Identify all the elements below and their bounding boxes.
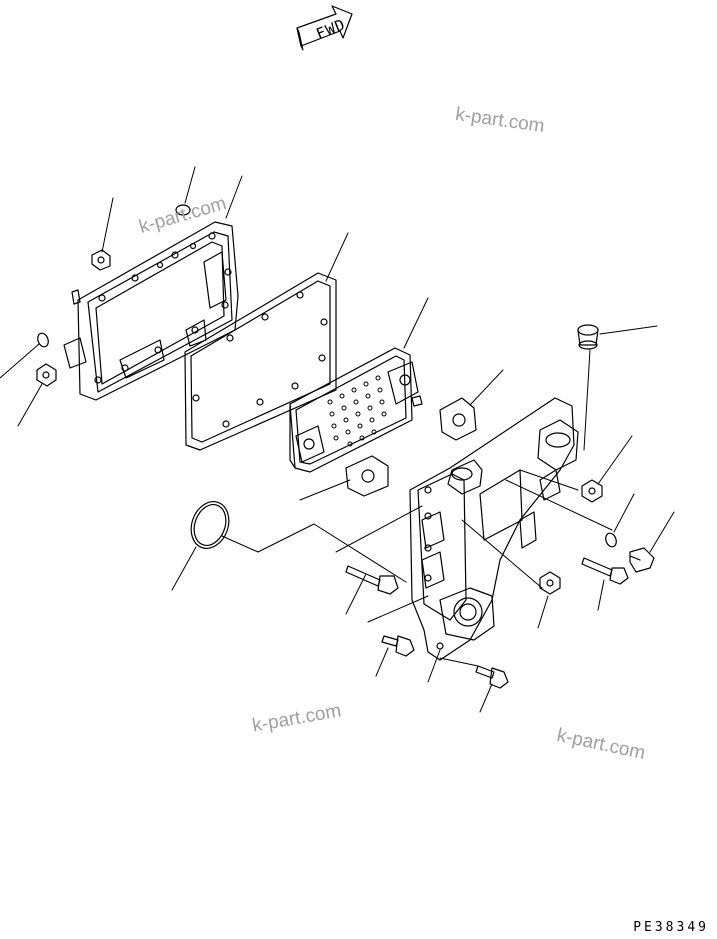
bolt-short-right <box>629 547 655 573</box>
bolt-lower-left <box>381 635 415 657</box>
nut-right-middle <box>539 571 561 595</box>
o-ring <box>190 501 230 549</box>
oil-cooler-cover <box>63 221 239 401</box>
oil-cooler-element <box>289 347 423 473</box>
left-ring <box>37 332 49 348</box>
flange-gasket-lower <box>345 455 389 497</box>
cover-nut <box>91 249 111 271</box>
nut-right-upper <box>581 479 603 503</box>
bolt-long-right <box>581 557 629 585</box>
cooler-gasket <box>184 272 337 451</box>
fwd-arrow <box>296 5 353 51</box>
plug <box>577 324 599 350</box>
drawing-code: PE38349 <box>633 920 709 935</box>
bolt-middle-left <box>345 565 399 595</box>
bolt-lower-right <box>475 665 509 689</box>
left-nut <box>36 363 57 387</box>
cover-plug-ring <box>175 204 191 216</box>
flange-gasket-upper <box>439 397 477 441</box>
leader-lines <box>0 166 675 713</box>
washer-right <box>605 532 617 548</box>
oil-cooler-case <box>409 397 579 661</box>
